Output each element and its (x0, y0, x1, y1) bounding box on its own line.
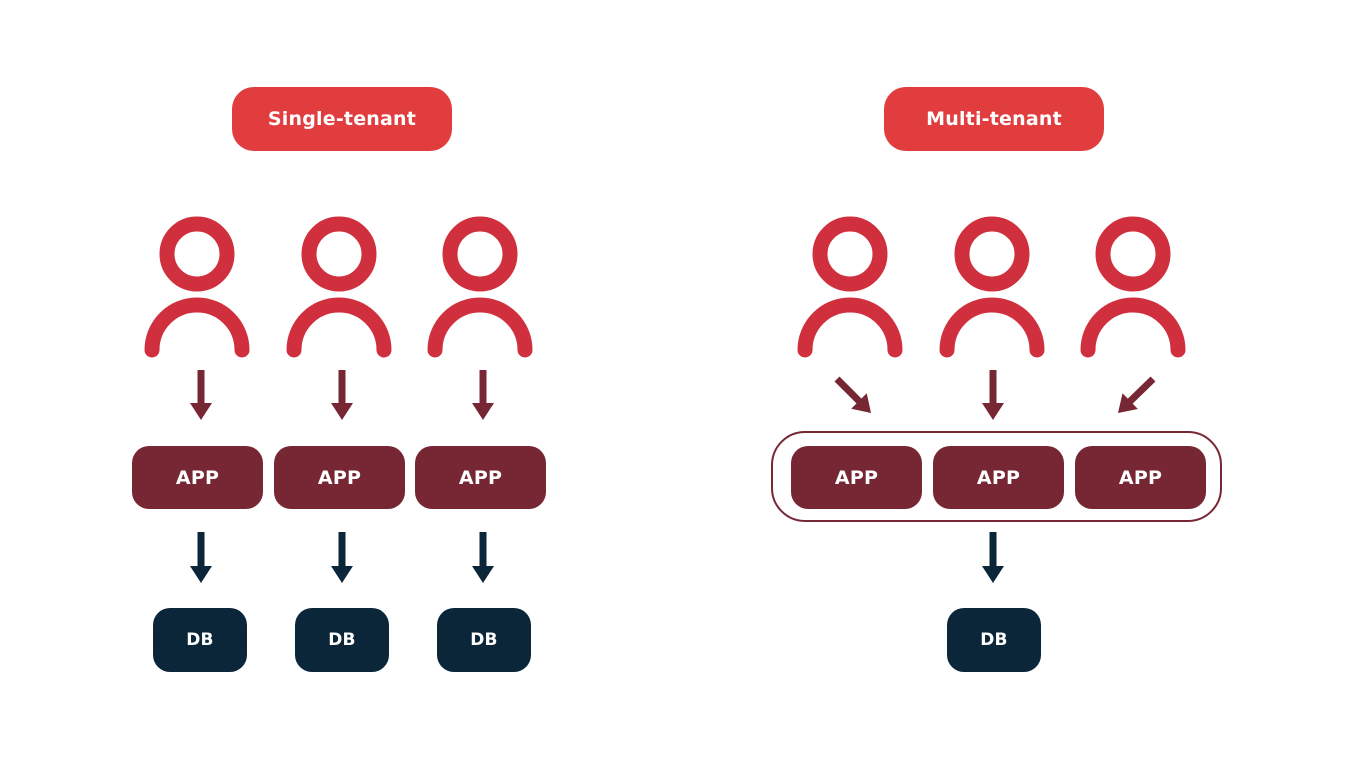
multi-db: DB (947, 608, 1041, 672)
single-tenant-title: Single-tenant (232, 87, 452, 151)
single-db-arrow-3-icon (472, 532, 494, 583)
single-user-2-icon (286, 216, 392, 358)
single-db-arrow-2-icon (331, 532, 353, 583)
multi-app-1: APP (791, 446, 922, 509)
multi-tenant-title: Multi-tenant (884, 87, 1104, 151)
multi-user-arrow-3-icon (1118, 376, 1156, 413)
multi-user-arrow-1-icon (834, 376, 871, 413)
multi-user-3-icon (1080, 216, 1186, 358)
multi-app-3: APP (1075, 446, 1206, 509)
single-user-arrow-2-icon (331, 370, 353, 420)
single-db-1: DB (153, 608, 247, 672)
single-app-2: APP (274, 446, 405, 509)
multi-user-1-icon (797, 216, 903, 358)
single-user-3-icon (427, 216, 533, 358)
single-user-1-icon (144, 216, 250, 358)
multi-app-2: APP (933, 446, 1064, 509)
multi-user-2-icon (939, 216, 1045, 358)
single-app-3: APP (415, 446, 546, 509)
multi-user-arrow-2-icon (982, 370, 1004, 420)
single-app-1: APP (132, 446, 263, 509)
multi-app-container (771, 431, 1222, 522)
multi-db-arrow-icon (982, 532, 1004, 583)
single-user-arrow-3-icon (472, 370, 494, 420)
single-db-2: DB (295, 608, 389, 672)
single-db-arrow-1-icon (190, 532, 212, 583)
single-db-3: DB (437, 608, 531, 672)
single-user-arrow-1-icon (190, 370, 212, 420)
